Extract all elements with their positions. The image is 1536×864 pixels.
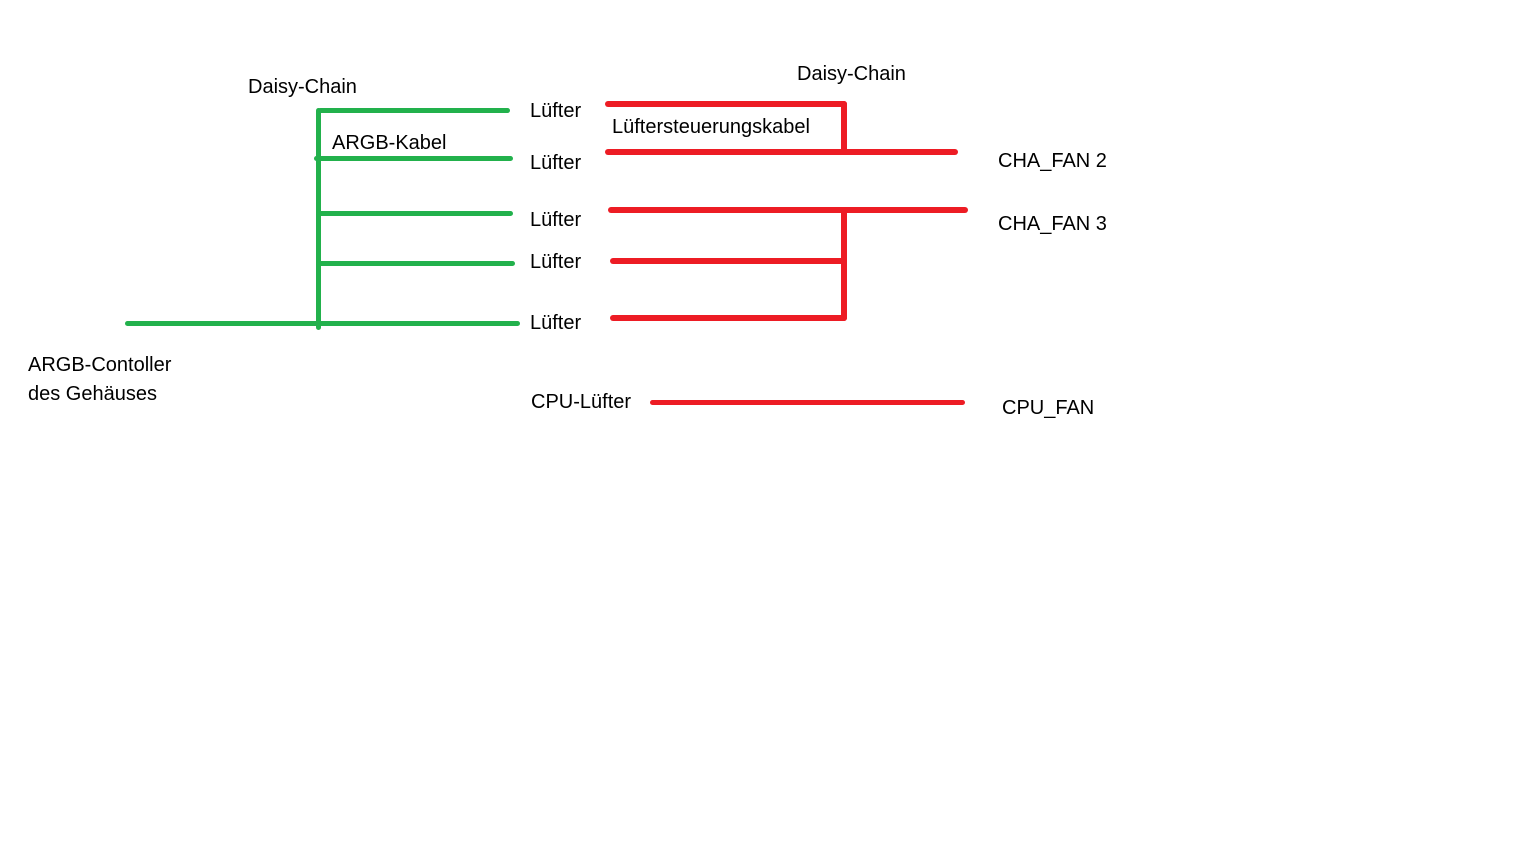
- argb-trunk-line: [316, 108, 321, 330]
- green-daisy-chain-label: Daisy-Chain: [248, 76, 357, 98]
- cha-fan2-header-label: CHA_FAN 2: [998, 150, 1107, 172]
- fan-control-cable-label: Lüftersteuerungskabel: [612, 116, 810, 138]
- fan-chain2-vertical-line: [841, 207, 847, 321]
- argb-branch-line-1: [318, 108, 510, 113]
- fan-label-2: Lüfter: [530, 152, 582, 174]
- argb-controller-label: ARGB-Contoller des Gehäuses: [28, 354, 172, 405]
- fan-chain1-to-cha-fan2-line: [605, 149, 958, 155]
- cpu-fan-line: [650, 400, 965, 405]
- cpu-fan-label: CPU-Lüfter: [531, 391, 632, 413]
- argb-branch-line-2: [314, 156, 513, 161]
- cha-fan3-header-label: CHA_FAN 3: [998, 213, 1107, 235]
- cpu-fan-header-label: CPU_FAN: [1002, 397, 1095, 419]
- fan-chain2-middle-line: [610, 258, 847, 264]
- argb-controller-line: [125, 321, 520, 326]
- fan-chain2-bottom-line: [610, 315, 847, 321]
- fan-chain2-to-cha-fan3-line: [608, 207, 968, 213]
- fan-chain1-top-line: [605, 101, 847, 107]
- fan-label-5: Lüfter: [530, 312, 582, 334]
- argb-cable-label: ARGB-Kabel: [332, 132, 447, 154]
- fan-label-3: Lüfter: [530, 209, 582, 231]
- argb-branch-line-4: [316, 261, 515, 266]
- red-daisy-chain-label: Daisy-Chain: [797, 63, 906, 85]
- fan-chain1-vertical-line: [841, 101, 847, 155]
- fan-label-4: Lüfter: [530, 251, 582, 273]
- fan-label-1: Lüfter: [530, 100, 582, 122]
- argb-branch-line-3: [316, 211, 513, 216]
